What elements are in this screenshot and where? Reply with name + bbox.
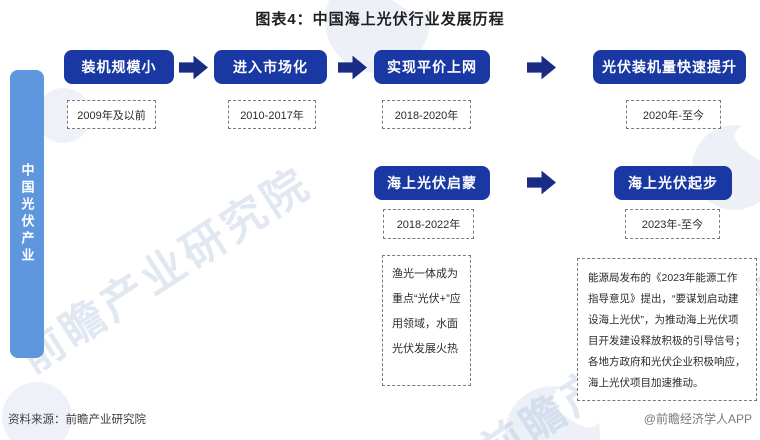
- flow-arrow-icon: [179, 55, 208, 80]
- period-box-1: 2009年及以前: [67, 100, 156, 129]
- sidebar-label: 中国光伏产业: [19, 163, 35, 265]
- footer-credit: @前瞻经济学人APP: [643, 412, 752, 426]
- stage-box-offshore-enlightenment: 海上光伏启蒙: [374, 166, 490, 200]
- period-box-4: 2020年-至今: [626, 100, 721, 129]
- watermark-logo-notch: [730, 120, 760, 167]
- period-box-3: 2018-2020年: [382, 100, 471, 129]
- chart-title: 图表4：中国海上光伏行业发展历程: [255, 11, 505, 28]
- period-box-6: 2023年-至今: [625, 209, 720, 239]
- stage-box-installed-scale: 装机规模小: [64, 50, 174, 84]
- stage-box-marketization: 进入市场化: [214, 50, 327, 84]
- period-box-2: 2010-2017年: [228, 100, 316, 129]
- industry-sidebar: 中国光伏产业: [10, 70, 44, 358]
- stage-box-rapid-growth: 光伏装机量快速提升: [593, 50, 746, 84]
- flow-arrow-icon: [527, 55, 556, 80]
- flow-arrow-icon: [527, 170, 556, 195]
- watermark-logo-circle: [2, 382, 72, 440]
- detail-box-offshore-enlightenment: 渔光一体成为重点“光伏+”应用领域，水面光伏发展火热: [382, 255, 471, 386]
- stage-box-offshore-start: 海上光伏起步: [614, 166, 732, 200]
- stage-box-grid-parity: 实现平价上网: [374, 50, 490, 84]
- period-box-5: 2018-2022年: [383, 209, 474, 239]
- watermark-text: 前瞻产业研究院: [11, 158, 320, 383]
- detail-box-offshore-start: 能源局发布的《2023年能源工作指导意见》提出，“要谋划启动建设海上光伏”，为推…: [577, 258, 757, 401]
- footer-source: 资料来源：前瞻产业研究院: [8, 414, 146, 426]
